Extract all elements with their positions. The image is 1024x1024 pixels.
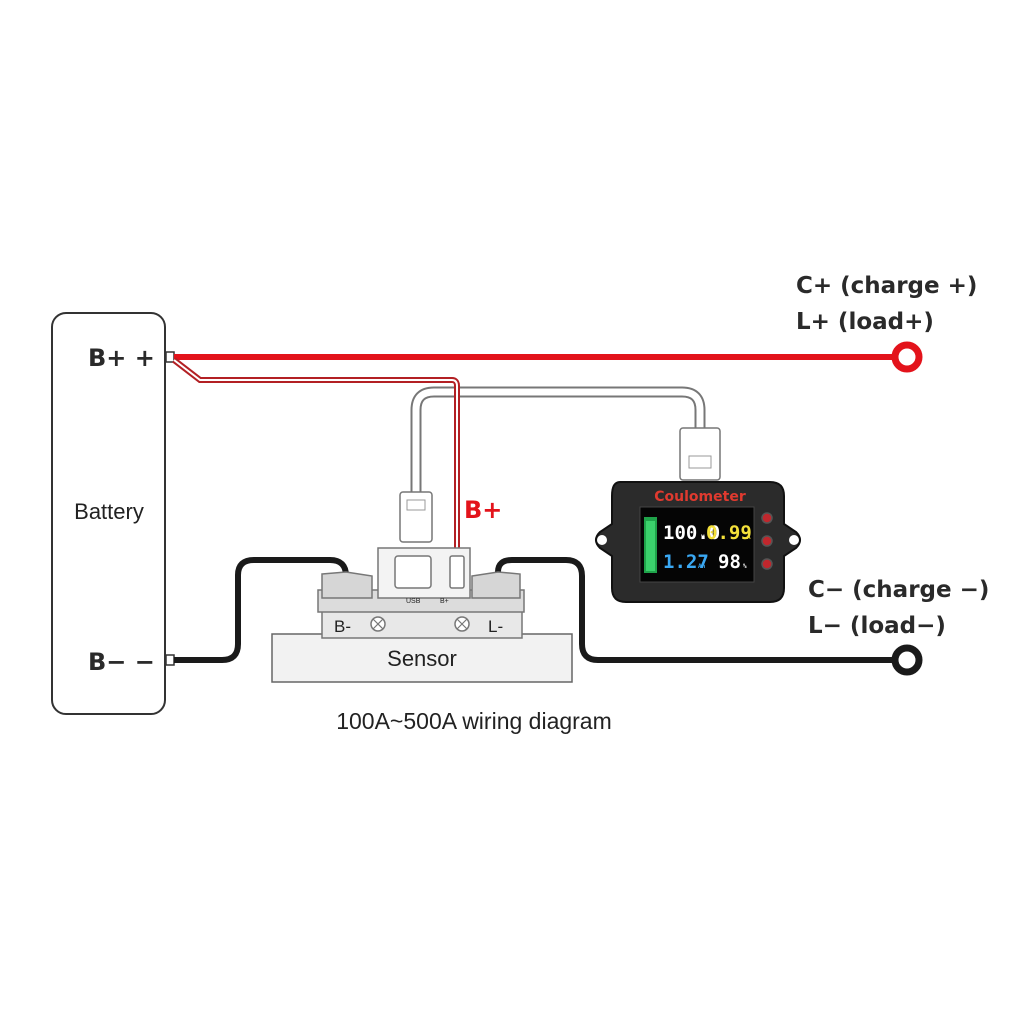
- bplus-port: [449, 555, 465, 589]
- usb-port: [394, 555, 432, 589]
- meter-percent: 98: [718, 551, 741, 573]
- meter-screen: [639, 506, 755, 583]
- load-positive-label: L+ (load+): [796, 309, 934, 335]
- battery-label: Battery: [74, 499, 144, 524]
- charge-positive-label: C+ (charge +): [796, 273, 977, 299]
- sensor-shunt: Sensor B- L- USB B+: [271, 491, 573, 683]
- shunt-bolt-right: [471, 571, 521, 599]
- negative-wire-battery: [174, 557, 349, 663]
- shunt-right-mark: L-: [488, 617, 503, 636]
- battery-negative-post: [165, 654, 175, 666]
- diagram-caption: 100A~500A wiring diagram: [336, 708, 612, 734]
- usb-port-label: USB: [406, 598, 421, 605]
- coulometer: Coulometer 100.0 V 0.99 A 1.27 Ah 98 %: [595, 427, 801, 603]
- shunt-base: [321, 609, 523, 639]
- usb-plug-meter: [679, 427, 721, 481]
- battery-positive-post: [165, 351, 175, 363]
- meter-button-1[interactable]: [761, 512, 773, 524]
- battery-positive-terminal-label: B+ +: [88, 344, 155, 372]
- usb-plug-sensor: [399, 491, 433, 543]
- meter-button-3[interactable]: [761, 558, 773, 570]
- signal-wires: [410, 386, 706, 500]
- sensor-box: [271, 633, 573, 683]
- meter-capacity: 1.27: [663, 551, 709, 573]
- meter-voltage: 100.0: [663, 522, 720, 544]
- positive-sense-wire-core: [173, 359, 458, 570]
- battery-negative-terminal-label: B− −: [88, 648, 155, 676]
- shunt-left-mark: B-: [334, 617, 351, 636]
- charge-negative-label: C− (charge −): [808, 577, 989, 603]
- load-negative-label: L− (load−): [808, 613, 946, 639]
- negative-wires: [174, 557, 923, 676]
- meter-button-2[interactable]: [761, 535, 773, 547]
- meter-capacity-unit: Ah: [698, 563, 706, 570]
- positive-ring-terminal: [891, 341, 923, 373]
- negative-ring-terminal: [891, 644, 923, 676]
- shunt-bolt-left: [321, 571, 373, 599]
- sensor-label: Sensor: [387, 646, 457, 671]
- meter-title: Coulometer: [654, 489, 746, 505]
- positive-wires: [172, 341, 923, 570]
- meter-percent-unit: %: [743, 563, 747, 570]
- signal-wire-core: [412, 388, 704, 500]
- bplus-port-label: B+: [440, 598, 449, 605]
- meter-voltage-unit: V: [701, 534, 705, 541]
- bplus-wire-label: B+: [464, 496, 502, 524]
- negative-wire-load: [495, 557, 892, 663]
- battery-body: [51, 312, 166, 715]
- meter-current-unit: A: [747, 534, 751, 541]
- meter-current: 0.99: [706, 522, 752, 544]
- battery: Battery B+ + B− −: [51, 312, 175, 715]
